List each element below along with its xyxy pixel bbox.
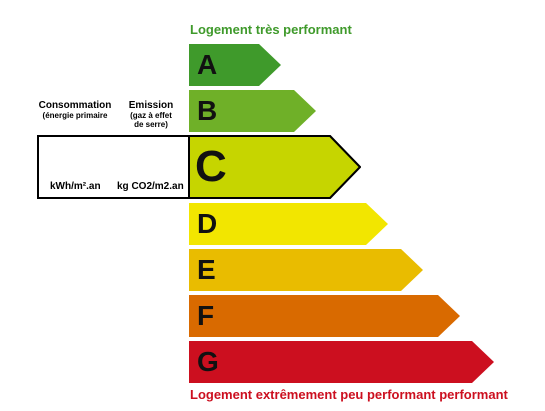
class-letter-e: E (197, 254, 216, 285)
class-bar-c (188, 135, 361, 199)
emission-subtitle-2: de serre) (134, 120, 168, 129)
consumption-subtitle: (énergie primaire (42, 111, 108, 120)
class-bar-d: D (189, 203, 388, 245)
emission-subtitle-1: (gaz à effet (130, 111, 172, 120)
class-bar-a: A (189, 44, 281, 86)
class-letter-c: C (195, 142, 227, 191)
emission-title: Emission (128, 100, 174, 111)
class-letter-b: B (197, 95, 218, 126)
consumption-title: Consommation (38, 100, 112, 111)
class-letter-d: D (197, 208, 218, 239)
consumption-unit: kWh/m².an (50, 181, 101, 192)
class-bar-e: E (189, 249, 423, 291)
class-bar-g: G (189, 341, 494, 383)
class-bar-f: F (189, 295, 460, 337)
label-bottom: Logement extrêmement peu performant perf… (190, 387, 508, 402)
emission-unit: kg CO2/m2.an (117, 181, 184, 192)
highlighted-class-panel: C (37, 135, 361, 199)
class-letter-f: F (197, 300, 215, 331)
class-bar-b: B (189, 90, 316, 132)
emission-header: Emission (gaz à effet de serre) (124, 100, 178, 129)
label-top: Logement très performant (190, 22, 352, 37)
class-letter-g: G (197, 346, 219, 377)
consumption-header: Consommation (énergie primaire (36, 100, 114, 120)
class-letter-a: A (197, 49, 218, 80)
